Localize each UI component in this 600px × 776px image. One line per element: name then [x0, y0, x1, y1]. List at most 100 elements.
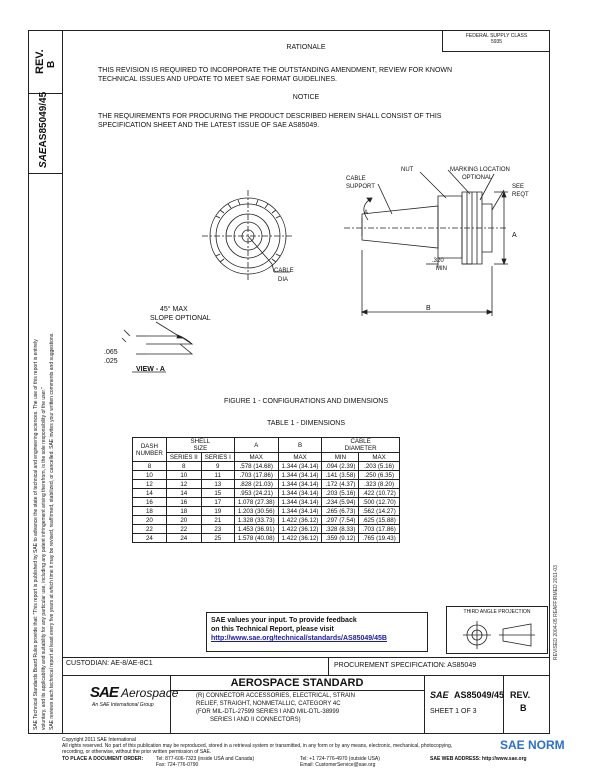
table-cell: 9	[200, 461, 235, 471]
label-marking-location: MARKING LOCATION	[450, 167, 510, 173]
label-reqt: REQT	[512, 192, 529, 198]
side-rev-value: B	[46, 60, 57, 68]
table-caption: TABLE 1 - DIMENSIONS	[266, 420, 346, 427]
table-cell: .828 (21.03)	[233, 479, 279, 489]
table-cell: 12	[132, 479, 167, 489]
label-cable-support-2: SUPPORT	[346, 184, 375, 190]
table-cell: .703 (17.86)	[233, 470, 279, 480]
table-cell: 8	[165, 461, 202, 471]
title-desc-2: RELIEF, STRAIGHT, NONMETALLIC, CATEGORY …	[196, 701, 341, 707]
rationale-heading: RATIONALE	[286, 44, 326, 51]
label-cable-dia-1: CABLE	[274, 268, 294, 274]
table-cell: 11	[200, 470, 235, 480]
table-cell: 14	[165, 488, 202, 498]
table-cell: 24	[165, 533, 202, 543]
table-cell: 15	[200, 488, 235, 498]
third-angle-label: THIRD ANGLE PROJECTION	[463, 609, 531, 615]
table-cell: 22	[165, 524, 202, 534]
label-thickness-1: .065	[104, 349, 118, 356]
title-desc-3: (FOR MIL-DTL-27599 SERIES I AND MIL-DTL-…	[196, 709, 340, 715]
divider-title	[62, 675, 550, 676]
col-dash-label-2: NUMBER	[136, 449, 163, 457]
sae-logo: SAE	[90, 684, 119, 701]
left-margin	[28, 30, 62, 734]
footer-rights: All rights reserved. No part of this pub…	[62, 743, 453, 749]
table-cell: 16	[165, 497, 202, 507]
footer-tel: Tel: 877-606-7323 (inside USA and Canada…	[156, 756, 255, 762]
feedback-line-2: on this Technical Report, please visit	[211, 626, 334, 633]
table-cell: 1.344 (34.14)	[277, 461, 323, 471]
col-cable-min: MIN	[321, 452, 360, 462]
table-cell: .203 (5.16)	[358, 461, 400, 471]
table-cell: 22	[132, 524, 167, 534]
table-cell: 16	[132, 497, 167, 507]
feedback-line-1: SAE values your input. To provide feedba…	[211, 617, 357, 624]
label-min: MIN	[436, 266, 447, 272]
table-cell: .625 (15.88)	[358, 515, 400, 525]
notice-heading: NOTICE	[292, 94, 320, 101]
side-rev-label: REV.	[34, 49, 46, 74]
table-cell: 1.344 (34.14)	[277, 479, 323, 489]
aerospace-standard-title: AEROSPACE STANDARD	[230, 677, 364, 689]
table-cell: 14	[132, 488, 167, 498]
table-cell: 10	[165, 470, 202, 480]
label-dim-a: A	[512, 232, 517, 239]
label-min-dim: .320	[432, 258, 444, 264]
table-cell: .422 (10.72)	[358, 488, 400, 498]
feedback-link[interactable]: http://www.sae.org/technical/standards/A…	[211, 635, 387, 642]
label-view-a: VIEW - A	[136, 366, 165, 373]
table-cell: .250 (6.35)	[358, 470, 400, 480]
table-cell: .094 (2.39)	[321, 461, 360, 471]
col-a-max: MAX	[233, 452, 279, 462]
supply-class-box: FEDERAL SUPPLY CLASS 5935	[442, 30, 550, 52]
col-series-2: SERIES II	[165, 452, 202, 462]
footer-order: TO PLACE A DOCUMENT ORDER:	[62, 756, 144, 762]
side-sae-prefix: SAE	[38, 147, 49, 168]
notice-text-2: SPECIFICATION SHEET AND THE LATEST ISSUE…	[98, 122, 320, 129]
divider-standard	[170, 690, 424, 691]
footer-copyright: Copyright 2011 SAE International	[62, 737, 136, 743]
supply-class-value: 5935	[490, 39, 503, 45]
table-cell: 18	[165, 506, 202, 516]
title-desc-4: SERIES I AND II CONNECTORS)	[210, 717, 301, 723]
table-cell: 10	[132, 470, 167, 480]
table-cell: .234 (5.94)	[321, 497, 360, 507]
page-frame	[62, 30, 550, 734]
table-cell: 1.078 (27.38)	[233, 497, 279, 507]
footer-email: Email: CustomerService@sae.org	[300, 762, 376, 768]
table-cell: 1.422 (36.12)	[277, 533, 323, 543]
footer-web: SAE WEB ADDRESS: http://www.sae.org	[430, 756, 527, 762]
sheet-number: SHEET 1 OF 3	[430, 708, 477, 715]
table-cell: .703 (17.86)	[358, 524, 400, 534]
col-a: A	[233, 437, 279, 453]
label-slope-optional: SLOPE OPTIONAL	[150, 315, 211, 322]
third-angle-projection: THIRD ANGLE PROJECTION	[446, 606, 548, 654]
label-cable-support-1: CABLE	[346, 176, 366, 182]
rationale-text-2: TECHNICAL ISSUES AND UPDATE TO MEET SAE …	[98, 76, 337, 83]
table-cell: 19	[200, 506, 235, 516]
table-cell: 17	[200, 497, 235, 507]
table-cell: .328 (8.33)	[321, 524, 360, 534]
table-cell: 12	[165, 479, 202, 489]
table-cell: 20	[132, 515, 167, 525]
table-cell: 23	[200, 524, 235, 534]
table-cell: 1.344 (34.14)	[277, 497, 323, 507]
side-disclaimer-1: SAE Technical Standards Board Rules prov…	[33, 339, 39, 730]
table-cell: 1.344 (34.14)	[277, 488, 323, 498]
figure-caption: FIGURE 1 - CONFIGURATIONS AND DIMENSIONS	[224, 398, 388, 405]
aerospace-logo: Aerospace	[121, 686, 179, 700]
col-b: B	[277, 437, 323, 453]
table-cell: .562 (14.27)	[358, 506, 400, 516]
